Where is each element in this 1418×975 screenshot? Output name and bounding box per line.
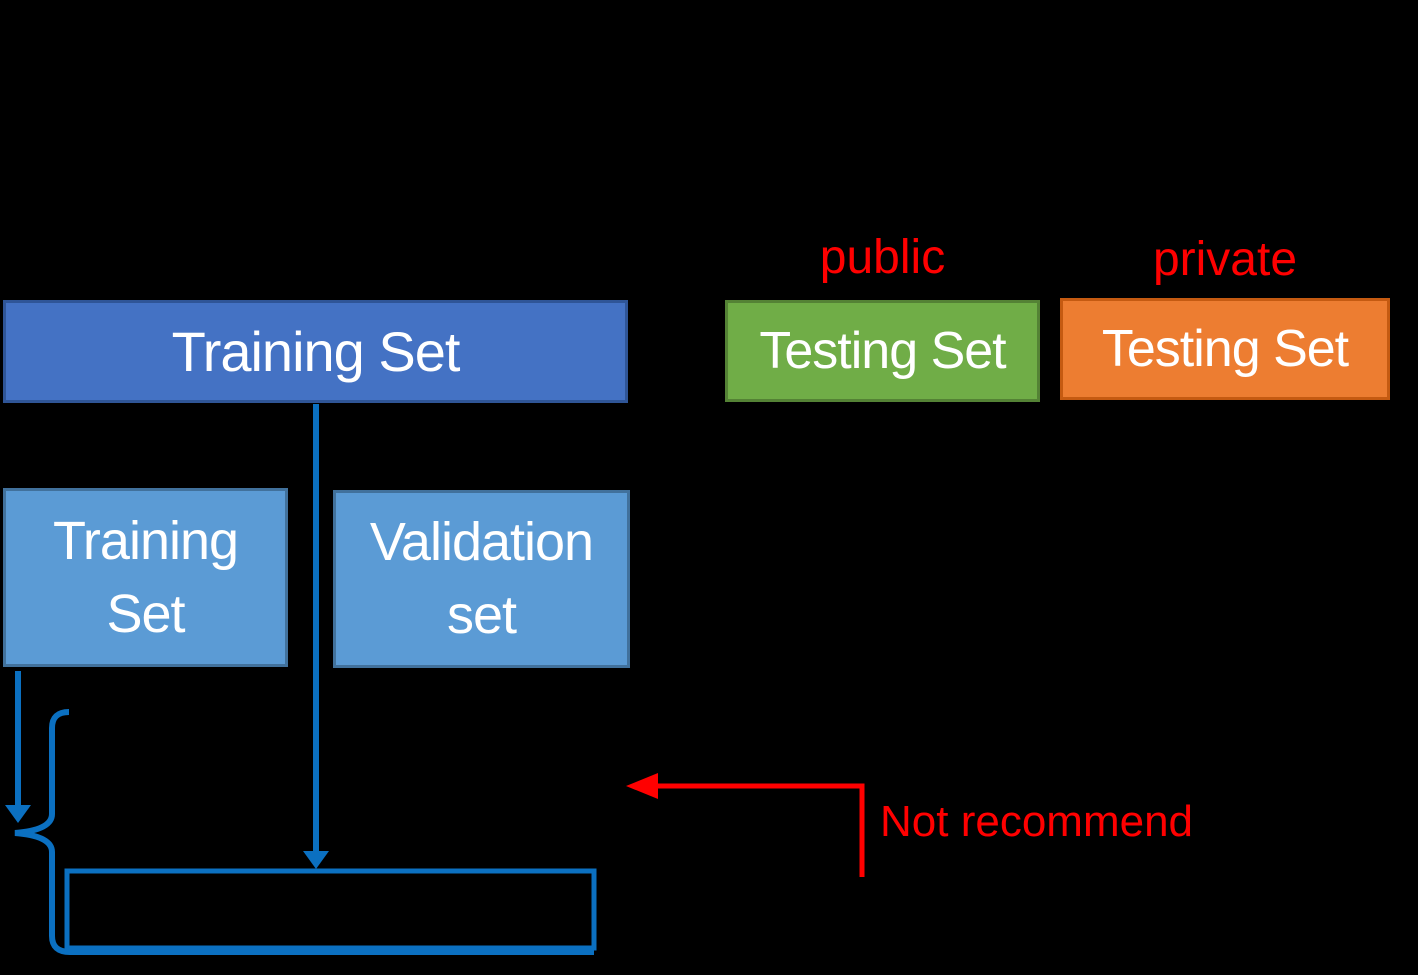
validation-set-line2: set [446, 585, 517, 645]
private-label: private [1152, 233, 1298, 286]
not-recommend-arrowhead-icon [626, 773, 658, 799]
center-flow-arrowhead-icon [303, 851, 329, 869]
final-model-rect [64, 868, 597, 951]
training-set-box: Training Set [3, 300, 628, 403]
public-testing-set-box: Testing Set [725, 300, 1040, 402]
curly-brace-connector [14, 709, 594, 955]
training-subset-line1: Training [52, 510, 239, 571]
not-recommend-label: Not recommend [880, 797, 1194, 846]
training-subset-line2: Set [106, 583, 185, 644]
not-recommend-arrow-shaft [654, 783, 865, 877]
validation-set-line1: Validation [369, 512, 594, 573]
public-label: public [819, 231, 946, 284]
private-testing-set-box: Testing Set [1060, 298, 1390, 400]
training-subset-box: Training Set [3, 488, 288, 667]
left-flow-arrowhead-icon [5, 805, 31, 823]
validation-set-box: Validation set [333, 490, 630, 668]
